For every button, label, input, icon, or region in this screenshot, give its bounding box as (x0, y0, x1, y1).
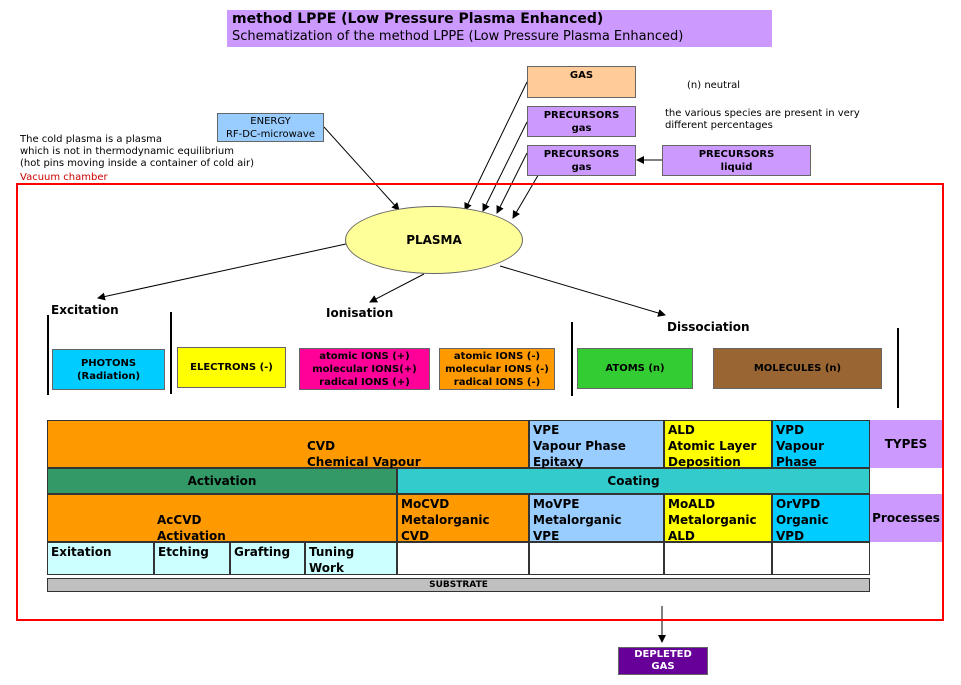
neutral-note: (n) neutral (687, 80, 741, 91)
vacuum-chamber-label: Vacuum chamber (20, 172, 108, 183)
plasma-ellipse: PLASMA (345, 206, 523, 274)
energy-box: ENERGY RF-DC-microwave (217, 113, 324, 142)
ionisation-label: Ionisation (326, 306, 394, 320)
electrons-box: ELECTRONS (-) (177, 347, 286, 388)
plasma-label: PLASMA (406, 233, 462, 247)
gas-box: GAS (527, 66, 636, 98)
ald-type-cell: ALD Atomic Layer Deposition (664, 420, 772, 469)
cold-plasma-note: The cold plasma is a plasma which is not… (20, 134, 255, 169)
separator-dissociation-left (571, 322, 573, 396)
tuning-work-function-cell: Tuning Work Function (305, 542, 397, 591)
empty-cell-mocvd (397, 542, 529, 575)
empty-cell-moald (664, 542, 772, 575)
substrate-bar: SUBSTRATE (47, 578, 870, 592)
types-label-cell: TYPES (870, 420, 942, 468)
arrow-precursors-gas-1-to-plasma (482, 121, 528, 212)
orvpd-cell: OrVPD Organic VPD (772, 494, 870, 543)
grafting-cell: Grafting (230, 542, 305, 575)
mocvd-cell: MoCVD Metalorganic CVD (397, 494, 529, 543)
dissociation-label: Dissociation (667, 320, 750, 334)
processes-label-cell: Processes (870, 494, 942, 542)
molecules-box: MOLECULES (n) (713, 348, 882, 389)
vpe-type-cell: VPE Vapour Phase Epitaxy (529, 420, 664, 469)
positive-ions-box: atomic IONS (+) molecular IONS(+) radica… (299, 348, 430, 390)
arrow-plasma-to-excitation (97, 241, 356, 301)
moald-cell: MoALD Metalorganic ALD (664, 494, 772, 543)
arrow-plasma-to-dissociation (499, 265, 666, 317)
separator-dissociation-right (897, 328, 899, 408)
separator-excitation-right (170, 312, 172, 394)
title-banner: method LPPE (Low Pressure Plasma Enhance… (227, 10, 772, 47)
empty-cell-movpe (529, 542, 664, 575)
activation-cell: Activation (47, 468, 397, 494)
page-title: method LPPE (Low Pressure Plasma Enhance… (232, 11, 604, 27)
depleted-gas-box: DEPLETED GAS (618, 647, 708, 675)
movpe-cell: MoVPE Metalorganic VPE (529, 494, 664, 543)
coating-cell: Coating (397, 468, 870, 494)
excitation-label: Excitation (51, 303, 119, 317)
percentages-note: the various species are present in very … (665, 108, 860, 131)
arrow-plasma-to-ionisation (369, 273, 425, 303)
arrow-gas-to-plasma (464, 81, 528, 211)
precursors-gas-box-2: PRECURSORS gas (527, 145, 636, 176)
arrow-precursors-gas-2-to-plasma-b (512, 171, 541, 219)
negative-ions-box: atomic IONS (-) molecular IONS (-) radic… (439, 348, 555, 390)
page-subtitle: Schematization of the method LPPE (Low P… (232, 29, 684, 44)
vacuum-chamber (16, 183, 944, 621)
arrow-energy-to-plasma (323, 126, 400, 211)
accvd-cell: AcCVD Activation CVD (47, 494, 397, 559)
precursors-gas-box-1: PRECURSORS gas (527, 106, 636, 137)
etching-cell: Etching (154, 542, 230, 575)
photons-box: PHOTONS (Radiation) (52, 349, 165, 390)
empty-cell-orvpd (772, 542, 870, 575)
exitation-cell: Exitation (47, 542, 154, 575)
separator-excitation-left (47, 315, 49, 395)
precursors-liquid-box: PRECURSORS liquid (662, 145, 811, 176)
atoms-box: ATOMS (n) (577, 348, 693, 389)
cvd-type-cell: CVD Chemical Vapour Deposition (47, 420, 529, 485)
vpd-type-cell: VPD Vapour Phase Deposition (772, 420, 870, 485)
